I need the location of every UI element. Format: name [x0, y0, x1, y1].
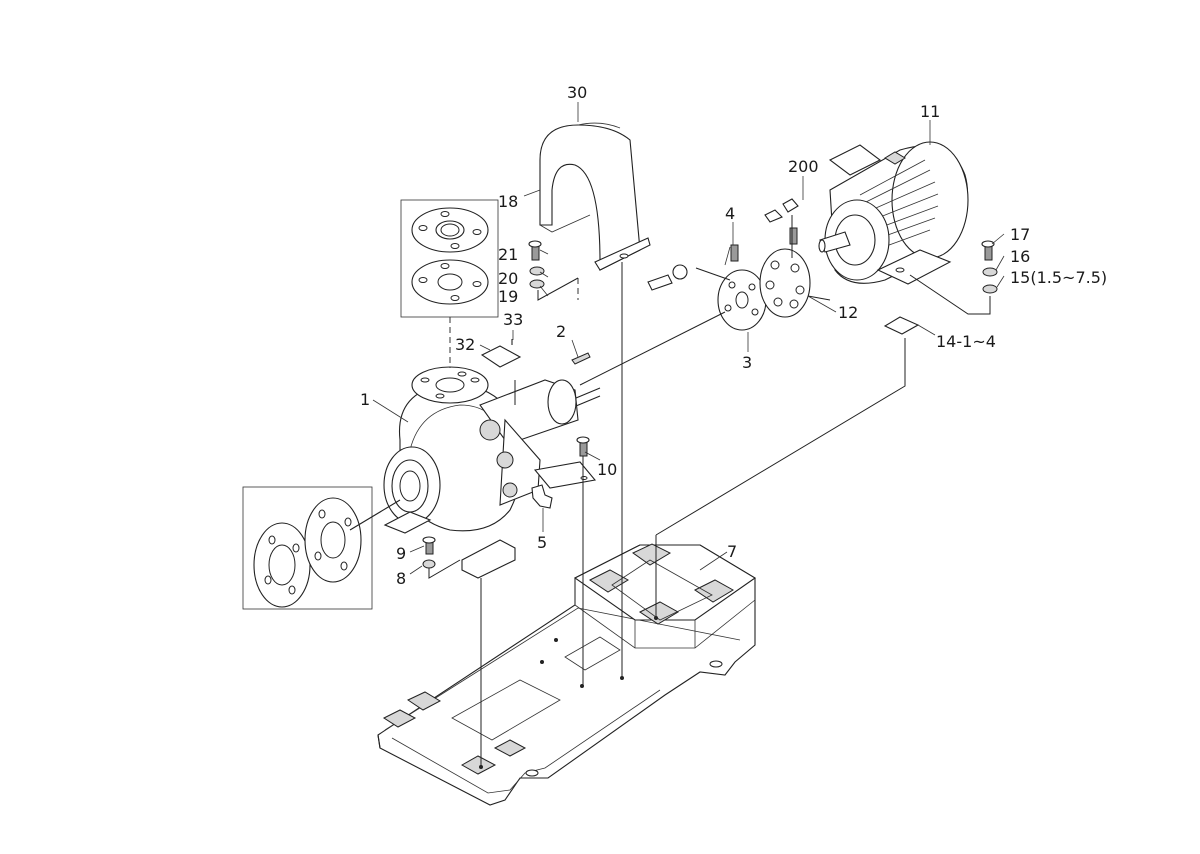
label-part-12: 12	[838, 303, 858, 322]
label-part-1: 1	[360, 390, 370, 409]
label-part-16: 16	[1010, 247, 1030, 266]
label-part-2: 2	[556, 322, 566, 341]
label-part-5: 5	[537, 533, 547, 552]
label-part-3: 3	[742, 353, 752, 372]
label-part-14: 14-1~4	[936, 332, 996, 351]
label-part-11: 11	[920, 102, 940, 121]
label-part-21: 21	[498, 245, 518, 264]
label-part-8: 8	[396, 569, 406, 588]
assembly-lines	[428, 215, 991, 767]
base-plate	[377, 543, 757, 806]
suction-flange-detail	[242, 486, 401, 610]
label-part-30: 30	[567, 83, 587, 102]
motor	[818, 141, 969, 285]
part-labels: 30 18 21 20 19 33 32 2 1 4 200 11 17 16 …	[360, 83, 1107, 588]
label-part-15: 15(1.5~7.5)	[1010, 268, 1107, 287]
pump-casing	[383, 366, 601, 579]
shim-part-14	[883, 316, 920, 335]
discharge-flange-detail	[400, 199, 499, 368]
leader-lines	[372, 102, 1005, 575]
label-part-18: 18	[498, 192, 518, 211]
label-part-7: 7	[727, 542, 737, 561]
label-part-20: 20	[498, 269, 518, 288]
label-part-17: 17	[1010, 225, 1030, 244]
label-part-4: 4	[725, 204, 735, 223]
label-part-200: 200	[788, 157, 819, 176]
label-part-9: 9	[396, 544, 406, 563]
label-part-19: 19	[498, 287, 518, 306]
label-part-10: 10	[597, 460, 617, 479]
label-part-33: 33	[503, 310, 523, 329]
coupling-guard	[539, 122, 651, 300]
label-part-32: 32	[455, 335, 475, 354]
coupling-halves	[647, 198, 811, 331]
bolts-and-washers	[422, 240, 998, 569]
